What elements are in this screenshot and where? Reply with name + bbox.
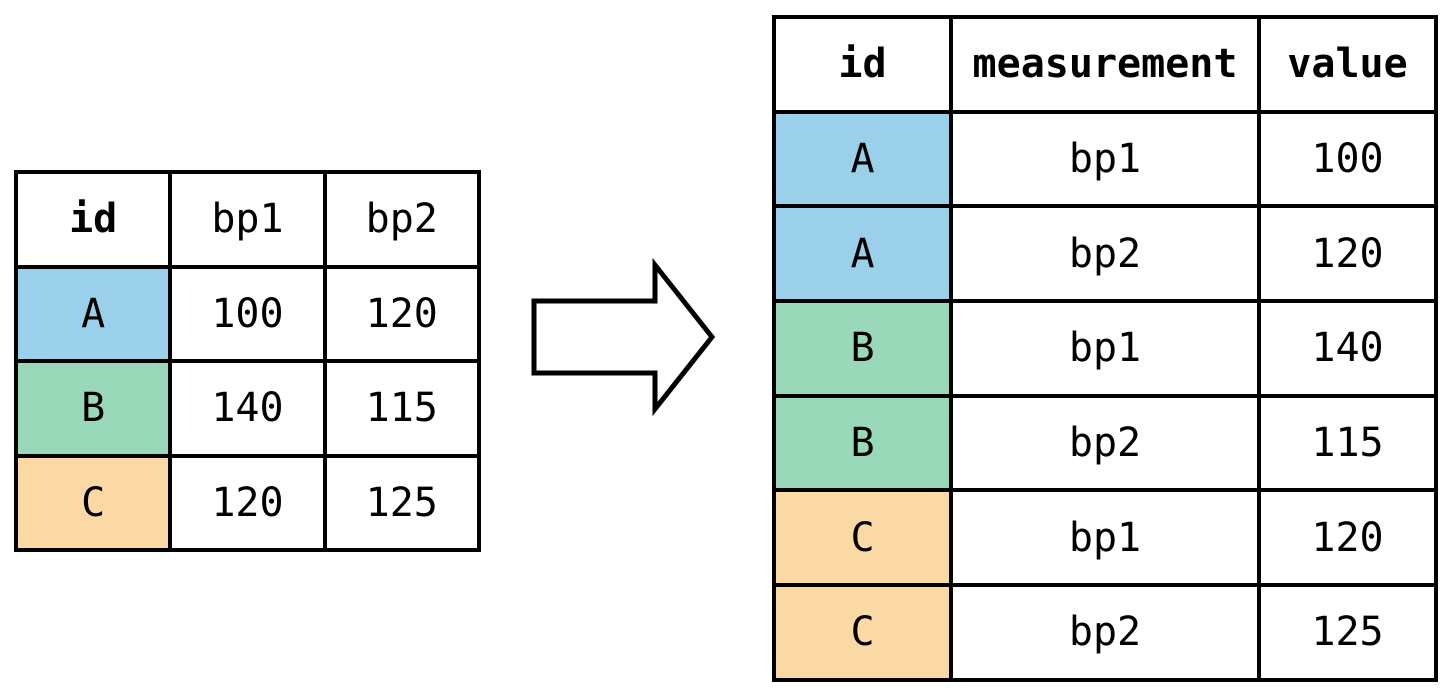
long-id-cell-b: B <box>772 299 953 398</box>
long-header-measurement: measurement <box>949 15 1261 114</box>
table-row: C bp2 125 <box>772 583 1438 682</box>
table-row: B bp2 115 <box>772 393 1438 493</box>
wide-id-cell-a: A <box>13 264 173 363</box>
wide-value-cell: 125 <box>322 453 481 552</box>
table-header-row: id bp1 bp2 <box>13 170 481 269</box>
table-header-row: id measurement value <box>772 15 1438 114</box>
long-value-cell: 120 <box>1257 204 1438 304</box>
wide-value-cell: 120 <box>322 264 481 363</box>
wide-format-table: id bp1 bp2 A 100 120 B 140 115 C 120 125 <box>13 170 481 552</box>
long-value-cell: 125 <box>1257 583 1438 682</box>
wide-header-bp1: bp1 <box>168 170 327 269</box>
long-value-cell: 115 <box>1257 393 1438 493</box>
long-header-id: id <box>772 15 953 114</box>
long-measurement-cell: bp1 <box>949 488 1261 588</box>
long-format-table: id measurement value A bp1 100 A bp2 120… <box>772 15 1438 682</box>
right-block-arrow-icon <box>526 257 720 417</box>
wide-id-cell-c: C <box>13 453 173 552</box>
long-id-cell-c: C <box>772 488 953 588</box>
long-id-cell-a: A <box>772 109 953 209</box>
long-id-cell-a: A <box>772 204 953 304</box>
table-row: C bp1 120 <box>772 488 1438 588</box>
long-measurement-cell: bp1 <box>949 109 1261 209</box>
long-value-cell: 120 <box>1257 488 1438 588</box>
wide-value-cell: 140 <box>168 359 327 458</box>
long-measurement-cell: bp1 <box>949 299 1261 398</box>
wide-header-id: id <box>13 170 173 269</box>
long-id-cell-c: C <box>772 583 953 682</box>
long-value-cell: 100 <box>1257 109 1438 209</box>
table-row: A bp1 100 <box>772 109 1438 209</box>
table-row: B 140 115 <box>13 359 481 458</box>
long-measurement-cell: bp2 <box>949 393 1261 493</box>
wide-id-cell-b: B <box>13 359 173 458</box>
wide-header-bp2: bp2 <box>322 170 481 269</box>
long-measurement-cell: bp2 <box>949 583 1261 682</box>
table-row: C 120 125 <box>13 453 481 552</box>
table-row: A bp2 120 <box>772 204 1438 304</box>
wide-value-cell: 100 <box>168 264 327 363</box>
table-row: B bp1 140 <box>772 299 1438 398</box>
long-id-cell-b: B <box>772 393 953 493</box>
wide-value-cell: 115 <box>322 359 481 458</box>
long-value-cell: 140 <box>1257 299 1438 398</box>
wide-value-cell: 120 <box>168 453 327 552</box>
table-row: A 100 120 <box>13 264 481 363</box>
long-measurement-cell: bp2 <box>949 204 1261 304</box>
long-header-value: value <box>1257 15 1438 114</box>
